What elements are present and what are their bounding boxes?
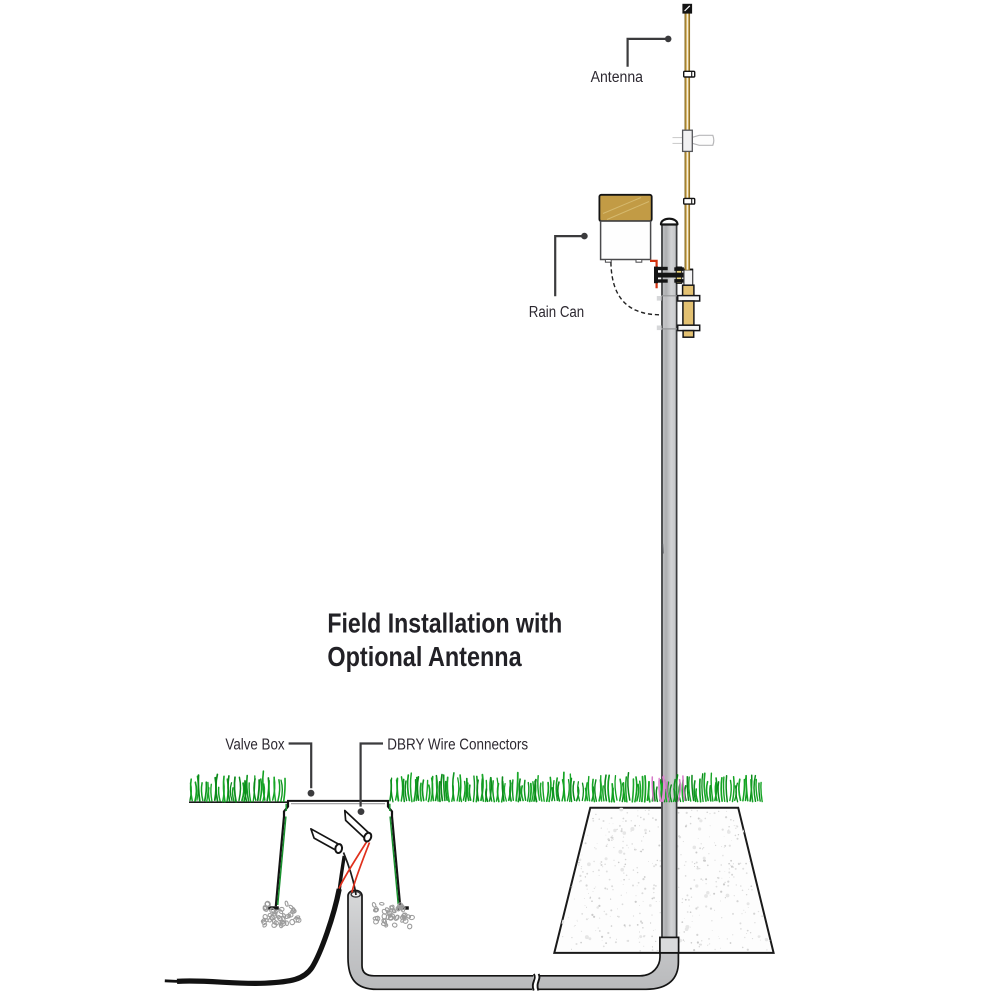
- svg-text:Rain Can: Rain Can: [529, 304, 584, 321]
- svg-text:Antenna: Antenna: [591, 69, 644, 86]
- svg-text:DBRY Wire Connectors: DBRY Wire Connectors: [387, 737, 528, 754]
- svg-text:Valve Box: Valve Box: [225, 737, 284, 754]
- svg-text:Optional Antenna: Optional Antenna: [327, 640, 521, 672]
- svg-text:Field Installation with: Field Installation with: [327, 607, 562, 639]
